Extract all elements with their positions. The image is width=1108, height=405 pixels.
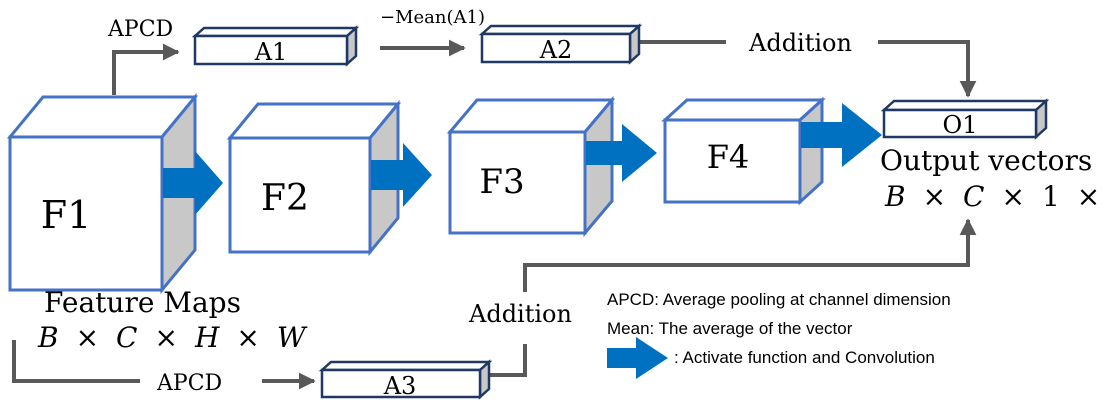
output-dims-formula: B × C × 1 × 1 [884, 180, 1108, 213]
vector-a3-label: A3 [383, 372, 417, 400]
vector-o1: O1 [880, 98, 1050, 140]
vector-a1-label: A1 [254, 38, 288, 66]
legend-apcd: APCD: Average pooling at channel dimensi… [607, 290, 951, 309]
connector-a3-addition [490, 344, 527, 377]
cube-f1: F1 [6, 92, 199, 295]
apcd-top-label: APCD [107, 17, 173, 42]
cube-f4: F4 [661, 96, 826, 206]
mean-op-label: −Mean(A1) [380, 7, 485, 28]
cube-f1-label: F1 [41, 193, 92, 237]
output-vectors-label: Output vectors [880, 144, 1092, 177]
legend-block-arrow-icon [607, 337, 668, 379]
vector-a2-label: A2 [539, 36, 573, 64]
addition-bottom-label: Addition [468, 300, 572, 328]
legend-arrow: : Activate function and Convolution [674, 348, 935, 367]
apcd-bottom-label: APCD [156, 371, 222, 396]
cube-f3-label: F3 [479, 162, 524, 202]
vector-o1-label: O1 [943, 111, 978, 139]
addition-top-label: Addition [748, 29, 852, 57]
legend: APCD: Average pooling at channel dimensi… [607, 290, 951, 379]
cube-f3: F3 [446, 95, 616, 238]
cube-f4-label: F4 [707, 138, 750, 176]
connector-addition-o1 [878, 40, 977, 98]
block-arrow-f1-f2 [163, 151, 223, 215]
vector-a3: A3 [318, 359, 493, 400]
legend-mean: Mean: The average of the vector [607, 319, 853, 338]
connector-addition-output [523, 218, 977, 292]
block-arrow-f3-f4 [586, 124, 657, 182]
cube-f2-label: F2 [261, 178, 309, 219]
feature-maps-label: Feature Maps [44, 286, 241, 319]
feature-dims-formula: B × C × H × W [37, 321, 308, 354]
connector-feature-apcd [12, 340, 140, 383]
vector-a2: A2 [478, 23, 643, 65]
cube-f2: F2 [226, 99, 402, 257]
block-arrow-f2-f3 [371, 143, 432, 207]
block-arrow-f4-o1 [801, 103, 882, 167]
vector-a1: A1 [191, 25, 360, 67]
connector-apcd-top [112, 43, 180, 95]
